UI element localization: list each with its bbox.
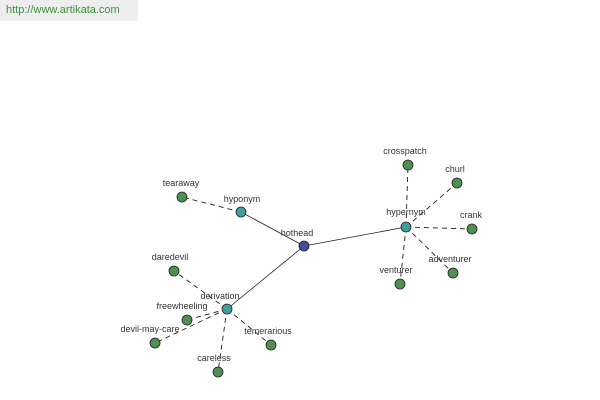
edge-hyponym-to-tearaway	[181, 196, 242, 213]
leaf-node-careless-circle[interactable]	[212, 366, 224, 378]
leaf-node-daredevil[interactable]: daredevil	[152, 252, 189, 277]
leaf-node-tearaway[interactable]: tearaway	[163, 178, 200, 203]
leaf-node-temerarious-label: temerarious	[244, 326, 292, 336]
leaf-node-venturer-label: venturer	[379, 265, 412, 275]
relation-node-hypernym-label: hypernym	[386, 207, 426, 217]
edge-hypernym-to-venturer	[399, 226, 407, 285]
relation-node-hypernym-circle[interactable]	[400, 221, 412, 233]
edge-derivation-to-devil-may-care	[154, 308, 228, 344]
leaf-node-crank-label: crank	[460, 210, 483, 220]
leaf-node-churl-circle[interactable]	[451, 177, 463, 189]
leaf-node-daredevil-label: daredevil	[152, 252, 189, 262]
leaf-node-temerarious-circle[interactable]	[265, 339, 277, 351]
leaf-node-adventurer-circle[interactable]	[447, 267, 459, 279]
relation-node-hyponym-circle[interactable]	[235, 206, 247, 218]
leaf-node-adventurer[interactable]: adventurer	[428, 254, 472, 279]
center-node-hothead-circle[interactable]	[298, 240, 310, 252]
relation-node-hypernym[interactable]: hypernym	[386, 207, 426, 233]
relation-node-derivation-circle[interactable]	[221, 303, 233, 315]
leaf-node-crosspatch-label: crosspatch	[383, 146, 427, 156]
graph-edges	[154, 164, 473, 373]
edge-hypernym-to-adventurer	[405, 226, 454, 274]
edge-hypernym-to-churl	[405, 182, 458, 228]
edge-center-to-hyponym	[240, 211, 305, 247]
leaf-node-freewheeling-circle[interactable]	[181, 314, 193, 326]
edge-derivation-to-daredevil	[173, 270, 228, 310]
edge-hypernym-to-crank	[405, 226, 473, 230]
edge-center-to-derivation	[226, 245, 305, 310]
source-url[interactable]: http://www.artikata.com	[0, 0, 138, 21]
leaf-node-careless-label: careless	[197, 353, 231, 363]
edge-hypernym-to-crosspatch	[405, 164, 409, 228]
relation-node-hyponym[interactable]: hyponym	[224, 194, 261, 218]
leaf-node-venturer-circle[interactable]	[394, 278, 406, 290]
edge-derivation-to-freewheeling	[186, 308, 228, 321]
leaf-node-devil-may-care-label: devil-may-care	[120, 324, 179, 334]
edge-center-to-hypernym	[303, 226, 407, 247]
leaf-node-careless[interactable]: careless	[197, 353, 231, 378]
relation-node-hyponym-label: hyponym	[224, 194, 261, 204]
center-node-hothead[interactable]: hothead	[281, 228, 314, 252]
leaf-node-churl-label: churl	[445, 164, 465, 174]
leaf-node-crank[interactable]: crank	[460, 210, 483, 235]
leaf-node-crosspatch[interactable]: crosspatch	[383, 146, 427, 171]
leaf-node-devil-may-care-circle[interactable]	[149, 337, 161, 349]
edge-derivation-to-careless	[217, 308, 228, 373]
leaf-node-crank-circle[interactable]	[466, 223, 478, 235]
leaf-node-churl[interactable]: churl	[445, 164, 465, 189]
leaf-node-freewheeling[interactable]: freewheeling	[156, 301, 208, 326]
leaf-node-crosspatch-circle[interactable]	[402, 159, 414, 171]
center-node-hothead-label: hothead	[281, 228, 314, 238]
leaf-node-daredevil-circle[interactable]	[168, 265, 180, 277]
graph-nodes: hyponym tearaway hypernym crosspatch churl cr…	[120, 146, 483, 378]
leaf-node-venturer[interactable]: venturer	[379, 265, 413, 290]
leaf-node-tearaway-label: tearaway	[163, 178, 200, 188]
leaf-node-tearaway-circle[interactable]	[176, 191, 188, 203]
leaf-node-devil-may-care[interactable]: devil-may-care	[120, 324, 180, 349]
edge-derivation-to-temerarious	[226, 308, 272, 346]
leaf-node-temerarious[interactable]: temerarious	[244, 326, 292, 351]
leaf-node-adventurer-label: adventurer	[428, 254, 471, 264]
relation-node-derivation[interactable]: derivation	[200, 291, 240, 315]
relation-node-derivation-label: derivation	[200, 291, 239, 301]
leaf-node-freewheeling-label: freewheeling	[156, 301, 207, 311]
